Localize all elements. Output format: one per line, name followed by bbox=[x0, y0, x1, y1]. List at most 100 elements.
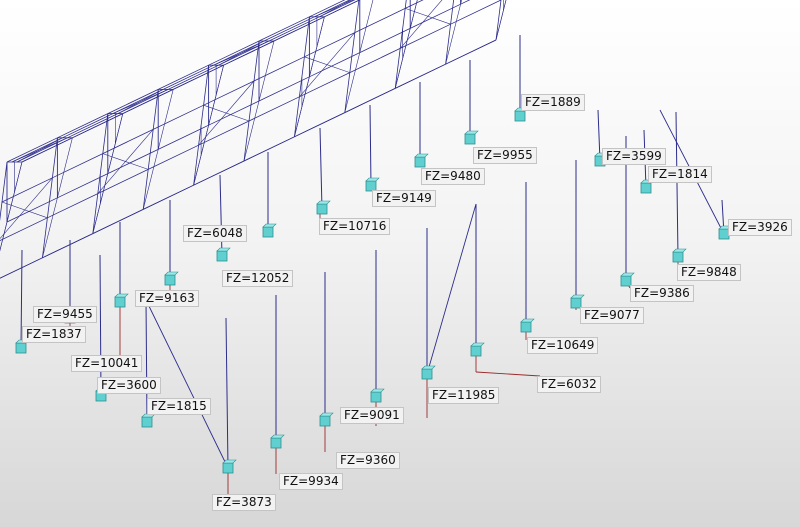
roof-member bbox=[6, 137, 58, 163]
eave-beam bbox=[324, 0, 361, 18]
support-node-cube[interactable] bbox=[262, 226, 274, 238]
reaction-label[interactable]: FZ=9934 bbox=[279, 473, 343, 490]
reaction-label[interactable]: FZ=10716 bbox=[319, 218, 391, 235]
roof-member bbox=[11, 137, 63, 163]
eave-beam bbox=[273, 16, 325, 42]
roof-member bbox=[218, 40, 270, 66]
reaction-label[interactable]: FZ=9955 bbox=[473, 147, 537, 164]
support-node-cube[interactable] bbox=[222, 462, 234, 474]
reaction-label[interactable]: FZ=3600 bbox=[97, 377, 161, 394]
x-brace bbox=[314, 0, 354, 18]
x-brace bbox=[399, 0, 443, 49]
support-node-cube[interactable] bbox=[164, 274, 176, 286]
support-node-top bbox=[672, 248, 687, 253]
rafter bbox=[404, 0, 407, 9]
tie-beam bbox=[253, 100, 260, 122]
rafter bbox=[450, 0, 455, 25]
rafter bbox=[102, 113, 109, 154]
support-node-cube[interactable] bbox=[421, 368, 433, 380]
support-node-cube[interactable] bbox=[316, 203, 328, 215]
roof-member bbox=[57, 113, 108, 139]
tie-beam bbox=[349, 72, 356, 93]
rafter bbox=[0, 201, 3, 222]
roof-member bbox=[213, 40, 265, 66]
reaction-label[interactable]: FZ=9149 bbox=[372, 190, 436, 207]
brace bbox=[409, 0, 418, 29]
reaction-label[interactable]: FZ=9163 bbox=[135, 290, 199, 307]
reaction-label[interactable]: FZ=6048 bbox=[183, 225, 247, 242]
support-node-top bbox=[570, 294, 585, 299]
roof-member bbox=[52, 153, 103, 179]
reaction-label[interactable]: FZ=10649 bbox=[527, 337, 599, 354]
roof-member bbox=[405, 0, 424, 9]
roof-member bbox=[354, 8, 406, 33]
support-node-cube[interactable] bbox=[319, 415, 331, 427]
roof-member bbox=[67, 113, 118, 139]
reaction-label[interactable]: FZ=10041 bbox=[71, 355, 143, 372]
roof-member bbox=[0, 217, 48, 242]
support-node-cube[interactable] bbox=[470, 345, 482, 357]
eave-beam bbox=[344, 88, 396, 113]
support-node-cube[interactable] bbox=[216, 250, 228, 262]
support-node-cube[interactable] bbox=[414, 156, 426, 168]
reaction-label[interactable]: FZ=12052 bbox=[222, 270, 294, 287]
support-node-top bbox=[270, 434, 285, 439]
reaction-label[interactable]: FZ=1837 bbox=[22, 326, 86, 343]
reaction-label[interactable]: FZ=9360 bbox=[336, 452, 400, 469]
support-node-cube[interactable] bbox=[141, 416, 153, 428]
roof-member bbox=[253, 56, 305, 82]
rafter bbox=[152, 89, 159, 130]
tie-beam bbox=[445, 44, 451, 65]
support-node-cube[interactable] bbox=[672, 251, 684, 263]
support-node-cube[interactable] bbox=[464, 133, 476, 145]
roof-member bbox=[203, 80, 255, 106]
reaction-label[interactable]: FZ=3599 bbox=[602, 148, 666, 165]
roof-member bbox=[258, 16, 310, 42]
support-node-cube[interactable] bbox=[15, 342, 27, 354]
support-node-cube[interactable] bbox=[640, 182, 652, 194]
reaction-label[interactable]: FZ=9480 bbox=[421, 168, 485, 185]
reaction-label[interactable]: FZ=9848 bbox=[677, 264, 741, 281]
roof-member bbox=[47, 193, 98, 219]
support-node-cube[interactable] bbox=[114, 296, 126, 308]
roof-member bbox=[450, 0, 502, 25]
roof-member bbox=[16, 137, 68, 163]
reaction-label[interactable]: FZ=9455 bbox=[33, 306, 97, 323]
support-node-cube[interactable] bbox=[520, 321, 532, 333]
support-node-cube[interactable] bbox=[370, 391, 382, 403]
support-column bbox=[369, 104, 372, 187]
support-column bbox=[145, 299, 148, 423]
support-node-top bbox=[421, 365, 436, 370]
reaction-label[interactable]: FZ=9077 bbox=[580, 307, 644, 324]
reaction-label[interactable]: FZ=11985 bbox=[428, 387, 500, 404]
tie-beam bbox=[52, 197, 58, 218]
support-node-top bbox=[365, 177, 380, 182]
roof-member bbox=[1, 177, 53, 203]
tie-beam bbox=[460, 0, 462, 5]
support-node-cube[interactable] bbox=[270, 437, 282, 449]
support-node-top bbox=[370, 388, 385, 393]
rafter bbox=[42, 217, 48, 258]
reaction-label[interactable]: FZ=9386 bbox=[630, 285, 694, 302]
reaction-label[interactable]: FZ=3873 bbox=[212, 494, 276, 511]
roof-member bbox=[0, 257, 43, 279]
roof-member bbox=[349, 48, 401, 73]
reaction-label[interactable]: FZ=1814 bbox=[648, 166, 712, 183]
support-node-top bbox=[414, 153, 429, 158]
reaction-label[interactable]: FZ=3926 bbox=[728, 219, 792, 236]
tie-beam bbox=[47, 217, 53, 238]
rafter bbox=[248, 80, 255, 122]
reaction-label[interactable]: FZ=6032 bbox=[537, 376, 601, 393]
reaction-label[interactable]: FZ=9091 bbox=[340, 407, 404, 424]
reaction-label[interactable]: FZ=1815 bbox=[147, 398, 211, 415]
support-node-top bbox=[222, 459, 237, 464]
roof-member bbox=[400, 23, 451, 49]
support-node-top bbox=[316, 200, 331, 205]
roof-member bbox=[263, 16, 315, 42]
support-node-cube[interactable] bbox=[514, 110, 526, 122]
support-node-top bbox=[164, 271, 179, 276]
rafter bbox=[294, 96, 300, 137]
reaction-label[interactable]: FZ=1889 bbox=[521, 94, 585, 111]
rafter bbox=[445, 24, 451, 65]
